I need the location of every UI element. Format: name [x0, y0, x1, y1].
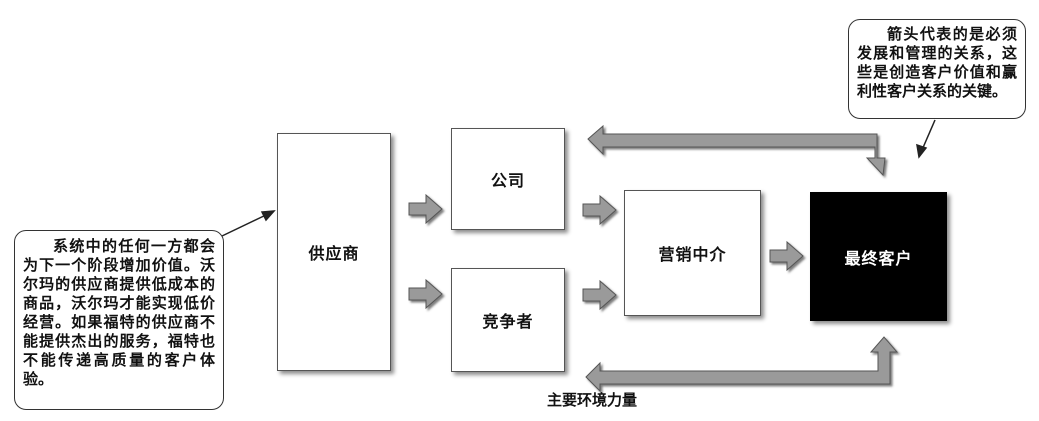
competitor-box: 竞争者: [451, 268, 565, 372]
pointer-right-arrowhead: [916, 143, 928, 159]
supplier-box: 供应商: [277, 133, 391, 371]
pointer-right-callout: [921, 119, 936, 151]
company-box: 公司: [451, 128, 565, 230]
arrow-competitor-to-marketing: [582, 279, 617, 311]
arrow-top-relationship: [587, 124, 886, 177]
left-callout: 系统中的任何一方都会为下一个阶段增加价值。沃尔玛的供应商提供低成本的商品，沃尔玛…: [14, 230, 224, 410]
end-customer-label: 最终客户: [844, 248, 913, 268]
end-customer-box: 最终客户: [810, 192, 947, 321]
arrow-supplier-to-competitor: [408, 278, 443, 310]
left-callout-text: 系统中的任何一方都会为下一个阶段增加价值。沃尔玛的供应商提供低成本的商品，沃尔玛…: [23, 237, 215, 388]
supplier-label: 供应商: [308, 244, 360, 263]
right-callout: 箭头代表的是必须发展和管理的关系，这些是创造客户价值和赢利性客户关系的关键。: [848, 19, 1026, 119]
arrow-company-to-marketing: [582, 194, 617, 226]
marketing-intermediary-label: 营销中介: [658, 245, 727, 264]
arrow-marketing-to-customer: [769, 240, 804, 272]
marketing-intermediary-box: 营销中介: [624, 190, 761, 316]
pointer-left-callout: [221, 213, 269, 237]
company-label: 公司: [490, 171, 525, 190]
competitor-label: 竞争者: [482, 312, 534, 331]
arrow-bottom-relationship: [585, 336, 899, 393]
environment-label: 主要环境力量: [546, 391, 637, 409]
pointer-left-arrowhead: [260, 210, 276, 222]
right-callout-text: 箭头代表的是必须发展和管理的关系，这些是创造客户价值和赢利性客户关系的关键。: [857, 25, 1017, 100]
arrow-supplier-to-company: [408, 193, 443, 225]
